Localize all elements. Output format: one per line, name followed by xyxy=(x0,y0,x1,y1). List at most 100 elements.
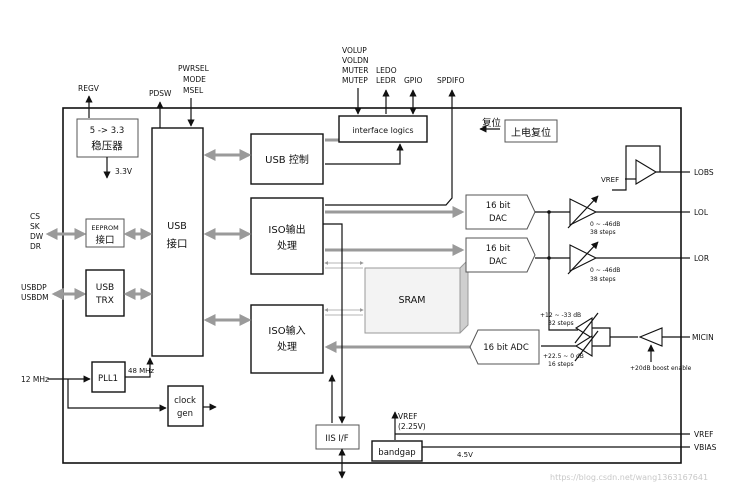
reset-label-2: 上电复位 xyxy=(511,126,551,139)
lobs-feedback xyxy=(612,145,661,191)
mic-gain2-range: +22.5 ~ 0 dB xyxy=(543,353,584,360)
pll-out-label: 48 MHz xyxy=(128,367,154,375)
bandgap-block xyxy=(371,440,423,462)
iso-in-label-1: ISO输入 xyxy=(268,324,305,337)
pin-gpio: GPIO xyxy=(404,76,423,85)
iso-in-label-2: 处理 xyxy=(277,341,297,353)
pin-msel: MSEL xyxy=(183,86,204,95)
mic-gain1-arrow xyxy=(574,312,599,344)
iso-in-block xyxy=(250,304,324,374)
mic-boost-label: +20dB boost enable xyxy=(630,365,692,372)
mic-gain-link xyxy=(592,327,611,347)
mic-boost-icon xyxy=(638,327,663,347)
sram-block xyxy=(364,267,461,334)
iis-block xyxy=(315,424,360,450)
regulator-out-label: 3.3V xyxy=(115,167,133,176)
dac2-steps: 38 steps xyxy=(590,276,616,283)
pll-label: PLL1 xyxy=(98,374,118,384)
pin-volup: VOLUP xyxy=(342,46,367,55)
dac1-steps: 38 steps xyxy=(590,229,616,236)
pin-lol: LOL xyxy=(694,208,709,217)
iso-out-label-2: 处理 xyxy=(277,240,297,252)
pll-block xyxy=(91,361,126,393)
dac1-amp-arrow xyxy=(567,195,599,229)
pin-dw: DW xyxy=(30,232,44,241)
dac2-range: 0 ~ -46dB xyxy=(590,267,620,274)
dac1-label-2: DAC xyxy=(489,214,507,224)
eeprom-label-2: 接口 xyxy=(95,234,114,246)
pin-micin: MICIN xyxy=(692,333,714,342)
dac2-amp-arrow xyxy=(567,241,599,275)
dac1-label-1: 16 bit xyxy=(486,201,511,211)
pll-out-line xyxy=(125,357,154,378)
pin-pwrsel: PWRSEL xyxy=(178,64,210,73)
pin-ledr: LEDR xyxy=(376,76,396,85)
dac2-block xyxy=(465,237,536,273)
usb-trx-label-1: USB xyxy=(96,283,114,293)
pin-vbias: VBIAS xyxy=(694,443,717,452)
reset-label-1: 复位 xyxy=(482,117,502,129)
pin-lobs: LOBS xyxy=(694,168,714,177)
pin-spdifo: SPDIFO xyxy=(437,76,465,85)
clock-gen-label-1: clock xyxy=(174,396,196,406)
pin-ledo: LEDO xyxy=(376,66,397,75)
mix-dot-2 xyxy=(547,256,551,260)
dac2-label-1: 16 bit xyxy=(486,244,511,254)
pin-dr: DR xyxy=(30,242,41,251)
adc-label: 16 bit ADC xyxy=(483,343,529,353)
pin-sk: SK xyxy=(30,222,41,231)
pin-12mhz: 12 MHz xyxy=(21,375,49,384)
mix-bus-1 xyxy=(548,212,578,331)
pin-regv: REGV xyxy=(78,84,100,93)
lobs-vref-label: VREF xyxy=(601,176,619,184)
pin-vref: VREF xyxy=(694,430,713,439)
lobs-amp-icon xyxy=(635,159,658,185)
vref-int-label-1: VREF xyxy=(398,412,417,421)
chip-outline xyxy=(62,107,682,464)
pin-mutep: MUTEP xyxy=(342,76,368,85)
pin-pdsw: PDSW xyxy=(149,89,172,98)
usb-core-label-1: USB xyxy=(167,221,187,232)
mic-gain1-range: +12 ~ -33 dB xyxy=(540,312,581,319)
pin-cs: CS xyxy=(30,212,40,221)
mix-dot-1 xyxy=(547,210,551,214)
eeprom-block xyxy=(85,218,125,248)
clk-to-gen-line xyxy=(67,379,167,412)
isoout-iis-line xyxy=(323,223,346,424)
watermark: https://blog.csdn.net/wang1363167641 xyxy=(550,473,708,482)
mic-gain1-steps: 32 steps xyxy=(548,320,574,327)
bandgap-label: bandgap xyxy=(378,448,415,458)
interface-logics-block xyxy=(338,115,428,143)
clock-gen-label-2: gen xyxy=(177,409,193,419)
eeprom-label-1: EEPROM xyxy=(91,224,118,232)
pin-muter: MUTER xyxy=(342,66,369,75)
usb-core-label-2: 接口 xyxy=(167,237,188,250)
usb-trx-block xyxy=(85,269,125,317)
vref-int-label-2: (2.25V) xyxy=(398,422,426,431)
v45-label: 4.5V xyxy=(457,451,473,459)
ctrl-iface-line xyxy=(325,143,404,165)
pin-usbdm: USBDM xyxy=(21,293,49,302)
pin-lor: LOR xyxy=(694,254,709,263)
interface-logics-label: interface logics xyxy=(352,126,413,135)
mic-gain1-icon xyxy=(574,317,593,339)
usb-ctrl-label: USB 控制 xyxy=(265,153,309,166)
iso-out-block xyxy=(250,197,324,275)
sram-label: SRAM xyxy=(399,295,426,306)
dac1-block xyxy=(465,194,536,230)
usb-core-block xyxy=(151,127,204,357)
regulator-label-1: 5 -> 3.3 xyxy=(90,126,125,136)
iis-label: IIS I/F xyxy=(325,434,348,444)
iso-out-label-1: ISO输出 xyxy=(268,223,305,236)
regulator-label-2: 稳压器 xyxy=(91,139,123,152)
dac1-range: 0 ~ -46dB xyxy=(590,221,620,228)
reset-block xyxy=(504,119,558,143)
dac2-label-2: DAC xyxy=(489,257,507,267)
spdifo-line xyxy=(325,89,456,206)
mic-gain2-arrow xyxy=(574,330,599,362)
adc-block xyxy=(469,329,540,365)
clock-gen-block xyxy=(167,385,204,427)
pin-usbdp: USBDP xyxy=(21,283,47,292)
mic-gain2-steps: 16 steps xyxy=(548,361,574,368)
